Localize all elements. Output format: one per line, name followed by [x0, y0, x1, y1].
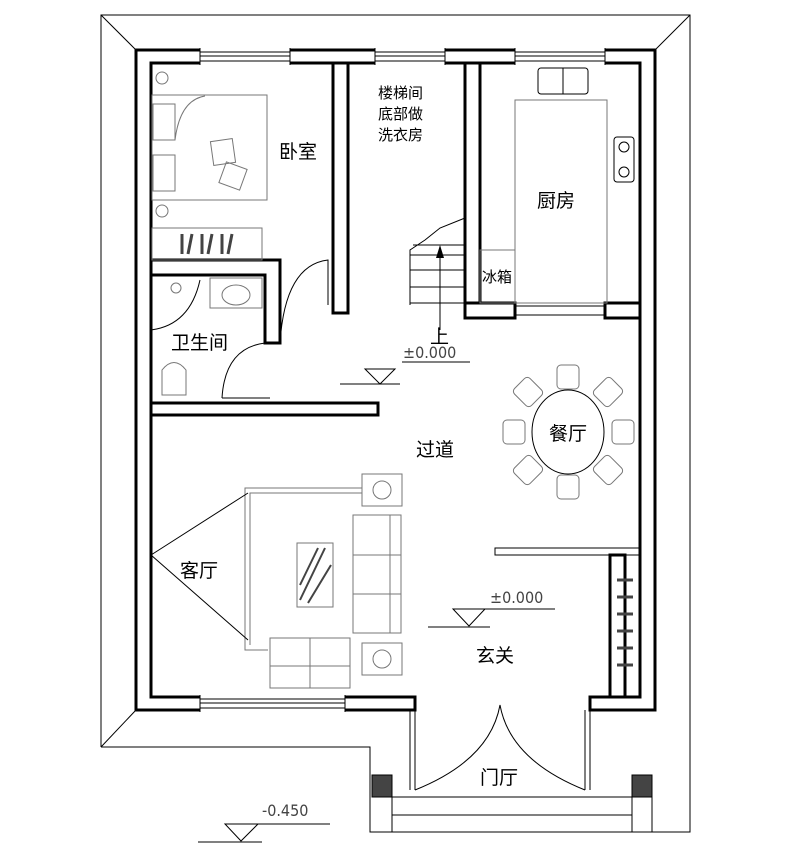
bathroom-fixtures: [161, 277, 263, 396]
room-label-kitchen: 厨房: [537, 190, 575, 212]
stair-up-label: 上: [430, 326, 449, 348]
porch: [371, 704, 653, 832]
toilet: [161, 362, 187, 396]
room-label-corridor: 过道: [416, 439, 454, 461]
column: [371, 774, 393, 798]
column: [631, 774, 653, 798]
bed: [151, 71, 268, 218]
level-text: ±0.000: [403, 343, 456, 362]
level-text: ±0.000: [490, 588, 543, 607]
room-label-foyer: 玄关: [476, 645, 514, 667]
room-label-dining: 餐厅: [549, 423, 587, 445]
room-label-stair: 底部做: [378, 105, 423, 123]
room-label-bathroom: 卫生间: [171, 332, 228, 354]
coffee-table: [296, 542, 334, 608]
room-label-bedroom: 卧室: [279, 141, 317, 163]
shoe-cabinet: [617, 578, 633, 667]
top-windows: [199, 48, 606, 65]
kitchen-fixtures: [479, 67, 635, 304]
double-door[interactable]: [414, 704, 586, 791]
room-label-living: 客厅: [180, 560, 218, 582]
level-text: -0.450: [262, 801, 308, 820]
living-furniture: [149, 473, 403, 689]
room-label-stair: 楼梯间: [378, 84, 423, 102]
level-marker-foyer: ±0.000: [428, 588, 555, 628]
level-marker-outside: -0.450: [198, 801, 330, 843]
bathroom-door[interactable]: [221, 342, 266, 399]
living-window: [199, 695, 346, 712]
dining-set: [502, 364, 635, 500]
sofa: [352, 514, 402, 634]
room-label-porch: 门厅: [480, 767, 518, 789]
room-label-stair: 洗衣房: [378, 126, 423, 144]
interior-walls: [149, 61, 642, 699]
wardrobe: [151, 227, 263, 261]
doors: [150, 259, 329, 399]
shower-door: [150, 279, 201, 331]
outer-outline: [100, 14, 691, 833]
stairs: [409, 217, 466, 330]
fridge-label: 冰箱: [482, 268, 512, 286]
level-marker-corridor: ±0.000: [340, 343, 470, 385]
bedroom-door[interactable]: [279, 259, 329, 344]
exterior-walls: [134, 48, 657, 712]
